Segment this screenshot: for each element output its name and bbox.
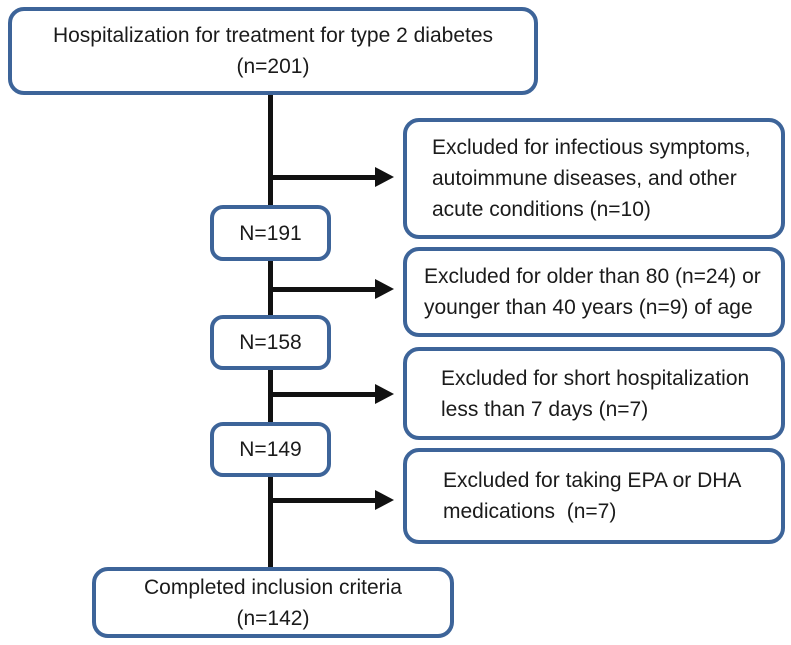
exclusion-node-age: Excluded for older than 80 (n=24) or you… bbox=[403, 247, 785, 337]
exclusion-node-epa-dha-medications: Excluded for taking EPA or DHA medicatio… bbox=[403, 448, 785, 544]
exclusion-node-short-hospitalization: Excluded for short hospitalization less … bbox=[403, 347, 785, 440]
arrowhead-icon bbox=[375, 279, 394, 299]
count-node-191: N=191 bbox=[210, 205, 331, 261]
count-node-149: N=149 bbox=[210, 422, 331, 477]
arrowhead-icon bbox=[375, 490, 394, 510]
exclusion-arrow-3 bbox=[270, 384, 394, 404]
arrowhead-icon bbox=[375, 167, 394, 187]
exclusion-arrow-1 bbox=[270, 167, 394, 187]
end-node-completed-inclusion: Completed inclusion criteria (n=142) bbox=[92, 567, 454, 638]
exclusion-arrow-2 bbox=[270, 279, 394, 299]
exclusion-arrow-4 bbox=[270, 490, 394, 510]
exclusion-node-infectious-symptoms: Excluded for infectious symptoms, autoim… bbox=[403, 118, 785, 239]
count-node-158: N=158 bbox=[210, 315, 331, 370]
start-node-hospitalization: Hospitalization for treatment for type 2… bbox=[8, 7, 538, 95]
arrowhead-icon bbox=[375, 384, 394, 404]
